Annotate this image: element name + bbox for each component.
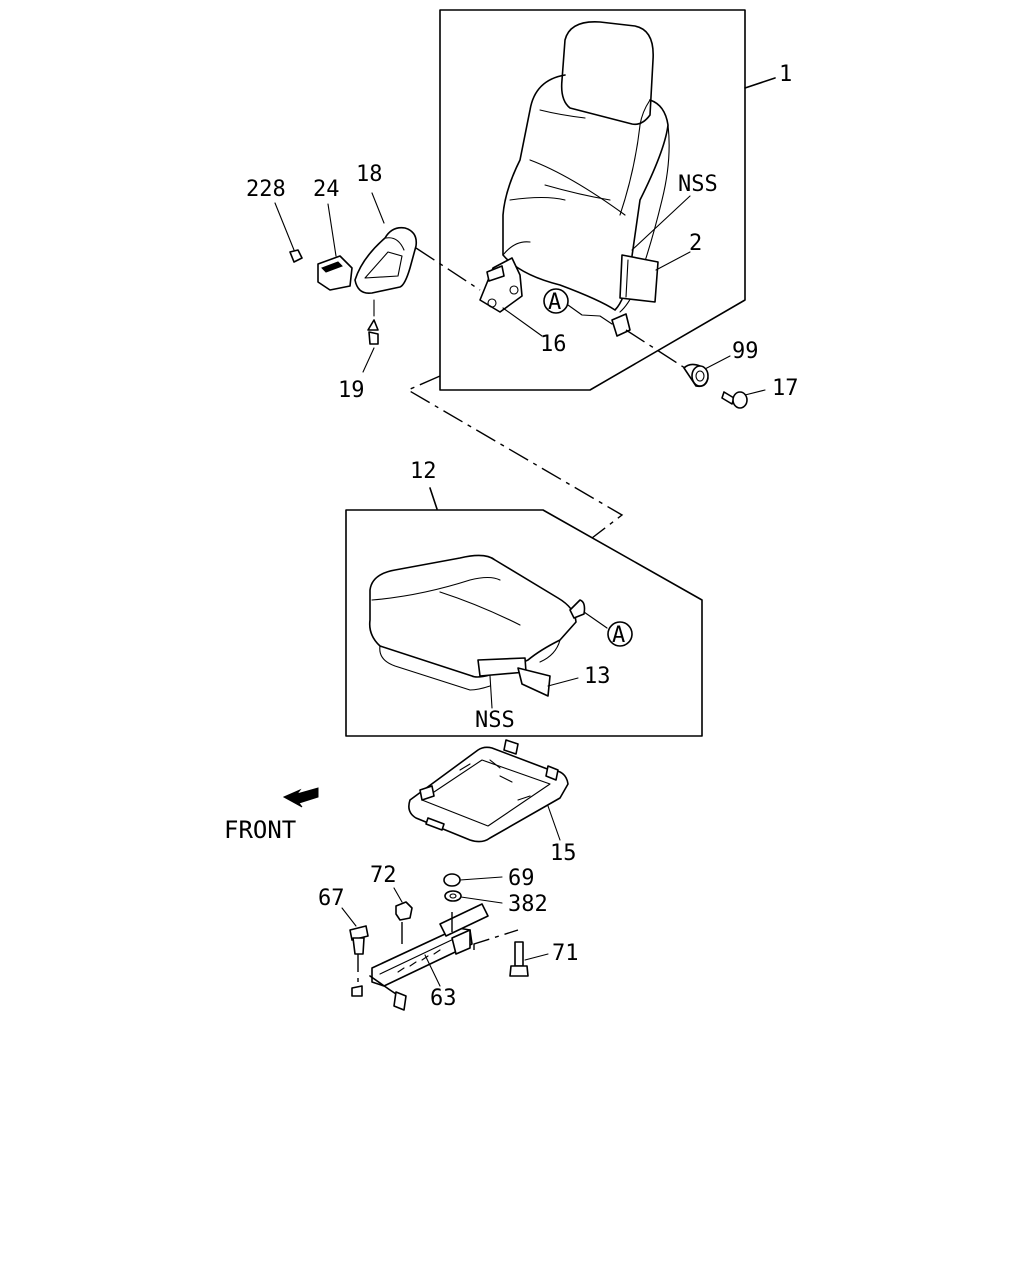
front-label: FRONT [224, 816, 296, 844]
callout-16: 16 [540, 332, 567, 357]
callout-24: 24 [313, 177, 340, 202]
callout-2: 2 [689, 231, 702, 256]
front-direction-arrow-icon [282, 787, 319, 808]
callout-13: 13 [584, 664, 611, 689]
seat-back-frame [439, 9, 776, 391]
callout-99: 99 [732, 339, 759, 364]
callout-63: 63 [430, 986, 457, 1011]
callout-71: 71 [552, 941, 579, 966]
reference-a-upper: A [543, 288, 569, 315]
callout-19: 19 [338, 378, 365, 403]
callout-72: 72 [370, 863, 397, 888]
ref-a-lower-label: A [612, 623, 625, 648]
bolt-17-icon [721, 391, 748, 409]
recliner-cover-18-icon [354, 192, 481, 295]
seat-frame-15-icon [408, 739, 569, 843]
callout-labels: 1 2 NSS 16 99 17 18 24 228 19 12 13 NSS … [224, 62, 799, 1011]
nut-69-icon [443, 873, 503, 887]
nss-lower-label: NSS [475, 708, 515, 733]
callout-18: 18 [356, 162, 383, 187]
bolt-67-icon [341, 907, 369, 955]
washer-382-icon [444, 890, 503, 904]
bushing-99-icon [683, 363, 709, 388]
seat-cushion-frame [345, 487, 703, 737]
ref-a-upper-label: A [548, 290, 561, 315]
screw-228-icon [274, 202, 303, 263]
callout-228: 228 [246, 177, 286, 202]
callout-1: 1 [779, 62, 792, 87]
callout-12: 12 [410, 459, 437, 484]
assembly-connector-line [406, 375, 624, 539]
seat-slide-rail-63-icon [351, 903, 519, 1011]
nss-upper-label: NSS [678, 172, 718, 197]
lever-knob-24-icon [317, 203, 353, 291]
screw-19-icon [362, 299, 379, 373]
nut-72-icon [393, 887, 413, 921]
callout-382: 382 [508, 892, 548, 917]
seat-back-illustration [479, 21, 766, 396]
bolt-71-icon [509, 941, 549, 977]
reference-a-lower: A [607, 621, 633, 648]
callout-17: 17 [772, 376, 799, 401]
callout-67: 67 [318, 886, 345, 911]
callout-69: 69 [508, 866, 535, 891]
callout-15: 15 [550, 841, 577, 866]
seat-cushion-illustration [368, 554, 608, 709]
